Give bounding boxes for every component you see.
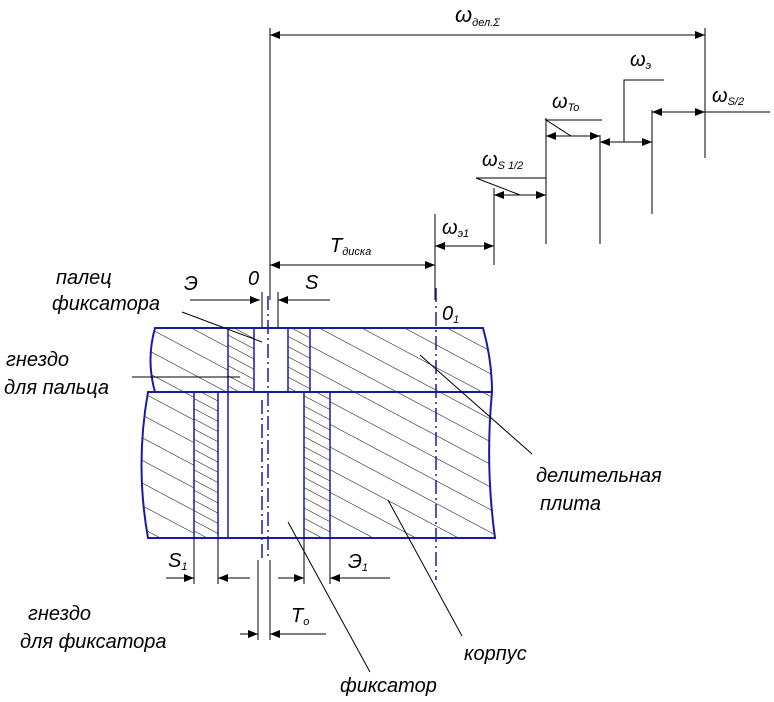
finger-label-2: фиксатора (52, 293, 160, 315)
leader-lines (132, 311, 533, 673)
t-disk-label: Tдиска (330, 235, 371, 258)
plate-label-2: плита (540, 493, 601, 515)
e-label: Э (184, 273, 198, 295)
fixer-socket-label-1: гнездо (28, 603, 91, 625)
to-label: To (291, 605, 309, 628)
omega-e-label: ωэ (630, 49, 652, 72)
omega-total-label: ωдел.Σ (455, 2, 500, 29)
dimension-chain (190, 28, 770, 330)
leader-to (544, 119, 602, 137)
omega-to-label: ωTo (552, 91, 579, 114)
fixer-socket-label-2: для фиксатора (20, 631, 167, 653)
bottom-dimensions (166, 538, 390, 640)
leader-e (623, 79, 664, 142)
omega-s12-label: ωS 1/2 (482, 149, 523, 172)
finger-socket-label-2: для пальца (4, 377, 109, 399)
e1-label: Э1 (348, 551, 368, 574)
fixer-label: фиксатор (340, 675, 437, 697)
finger-socket-label-1: гнездо (6, 349, 69, 371)
omega-e1-label: ωэ1 (442, 217, 469, 240)
dividing-plate (149, 327, 494, 393)
finger-label-1: палец (56, 267, 112, 289)
body-label: корпус (464, 643, 527, 665)
zero1-label: 01 (442, 303, 459, 326)
zero-label: 0 (248, 268, 259, 290)
plate-label-1: делительная (536, 465, 662, 487)
leader-s12 (475, 177, 546, 196)
s-label: S (305, 272, 319, 294)
omega-s2-label: ωS/2 (712, 85, 744, 108)
housing-body (140, 391, 497, 539)
s1-label: S1 (168, 550, 187, 573)
